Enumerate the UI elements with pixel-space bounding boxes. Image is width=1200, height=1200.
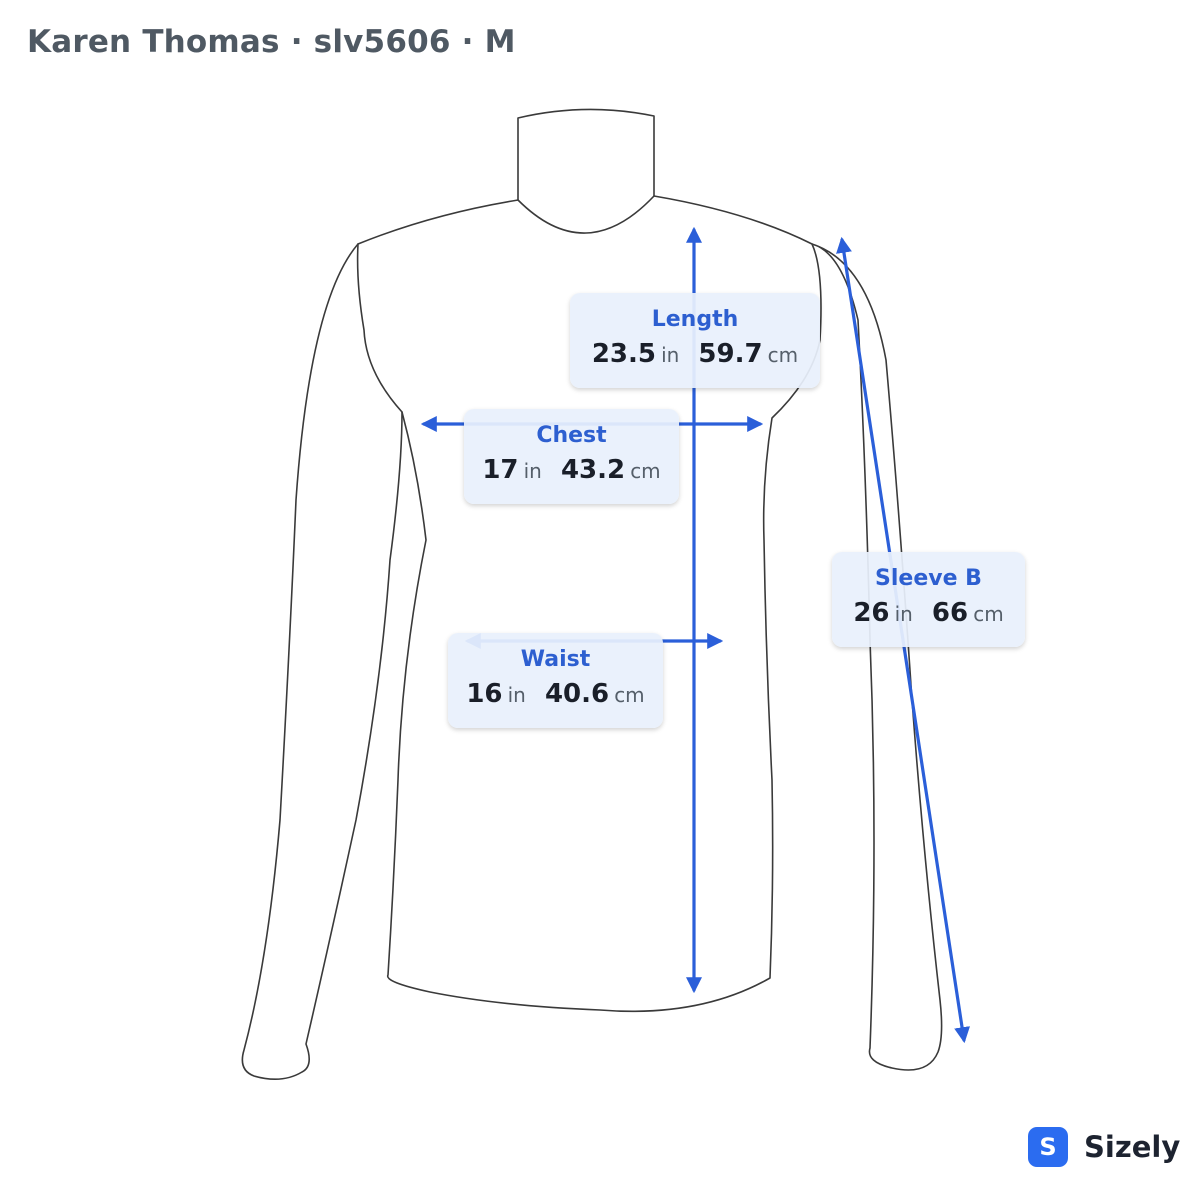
sleeve-b-inches-unit: in — [894, 602, 913, 626]
waist-inches-unit: in — [507, 683, 526, 707]
sleeve-b-label-name: Sleeve B — [875, 566, 982, 591]
length-label-values: 23.5 in 59.7 cm — [570, 337, 820, 374]
waist-cm-unit: cm — [614, 683, 645, 707]
page-title: Karen Thomas · slv5606 · M — [27, 24, 516, 60]
waist-label: Waist 16 in 40.6 cm — [448, 633, 663, 728]
waist-inches-value: 16 — [466, 679, 503, 709]
collar-inner-line — [517, 195, 655, 234]
chest-inches-unit: in — [523, 459, 542, 483]
waist-cm-value: 40.6 — [544, 679, 610, 709]
length-cm-value: 59.7 — [698, 339, 763, 369]
waist-label-name: Waist — [520, 647, 591, 672]
length-inches-unit: in — [661, 343, 680, 367]
right-sleeve-outline — [811, 243, 943, 1071]
length-label-name: Length — [651, 307, 739, 332]
chest-cm-unit: cm — [630, 459, 661, 483]
sleeve-b-inches-value: 26 — [853, 598, 890, 628]
sleeve-b-label: Sleeve B 26 in 66 cm — [832, 552, 1025, 647]
length-cm-unit: cm — [767, 343, 799, 367]
sleeve-b-label-values: 26 in 66 cm — [832, 596, 1025, 633]
garment-outline — [356, 108, 822, 1013]
chest-label-name: Chest — [536, 423, 607, 448]
chest-inches-value: 17 — [482, 455, 519, 485]
waist-label-values: 16 in 40.6 cm — [448, 677, 663, 714]
length-inches-value: 23.5 — [591, 339, 656, 369]
sleeve-b-cm-value: 66 — [931, 598, 969, 628]
sleeve-b-cm-unit: cm — [973, 602, 1004, 626]
chest-cm-value: 43.2 — [560, 455, 626, 485]
length-label: Length 23.5 in 59.7 cm — [570, 293, 820, 388]
brand-logo-icon: S — [1028, 1127, 1068, 1167]
left-sleeve-outline — [241, 243, 403, 1080]
chest-label-values: 17 in 43.2 cm — [464, 453, 679, 490]
brand-logo-group: S Sizely — [1028, 1125, 1180, 1169]
chest-label: Chest 17 in 43.2 cm — [464, 409, 679, 504]
brand-name: Sizely — [1084, 1130, 1181, 1164]
